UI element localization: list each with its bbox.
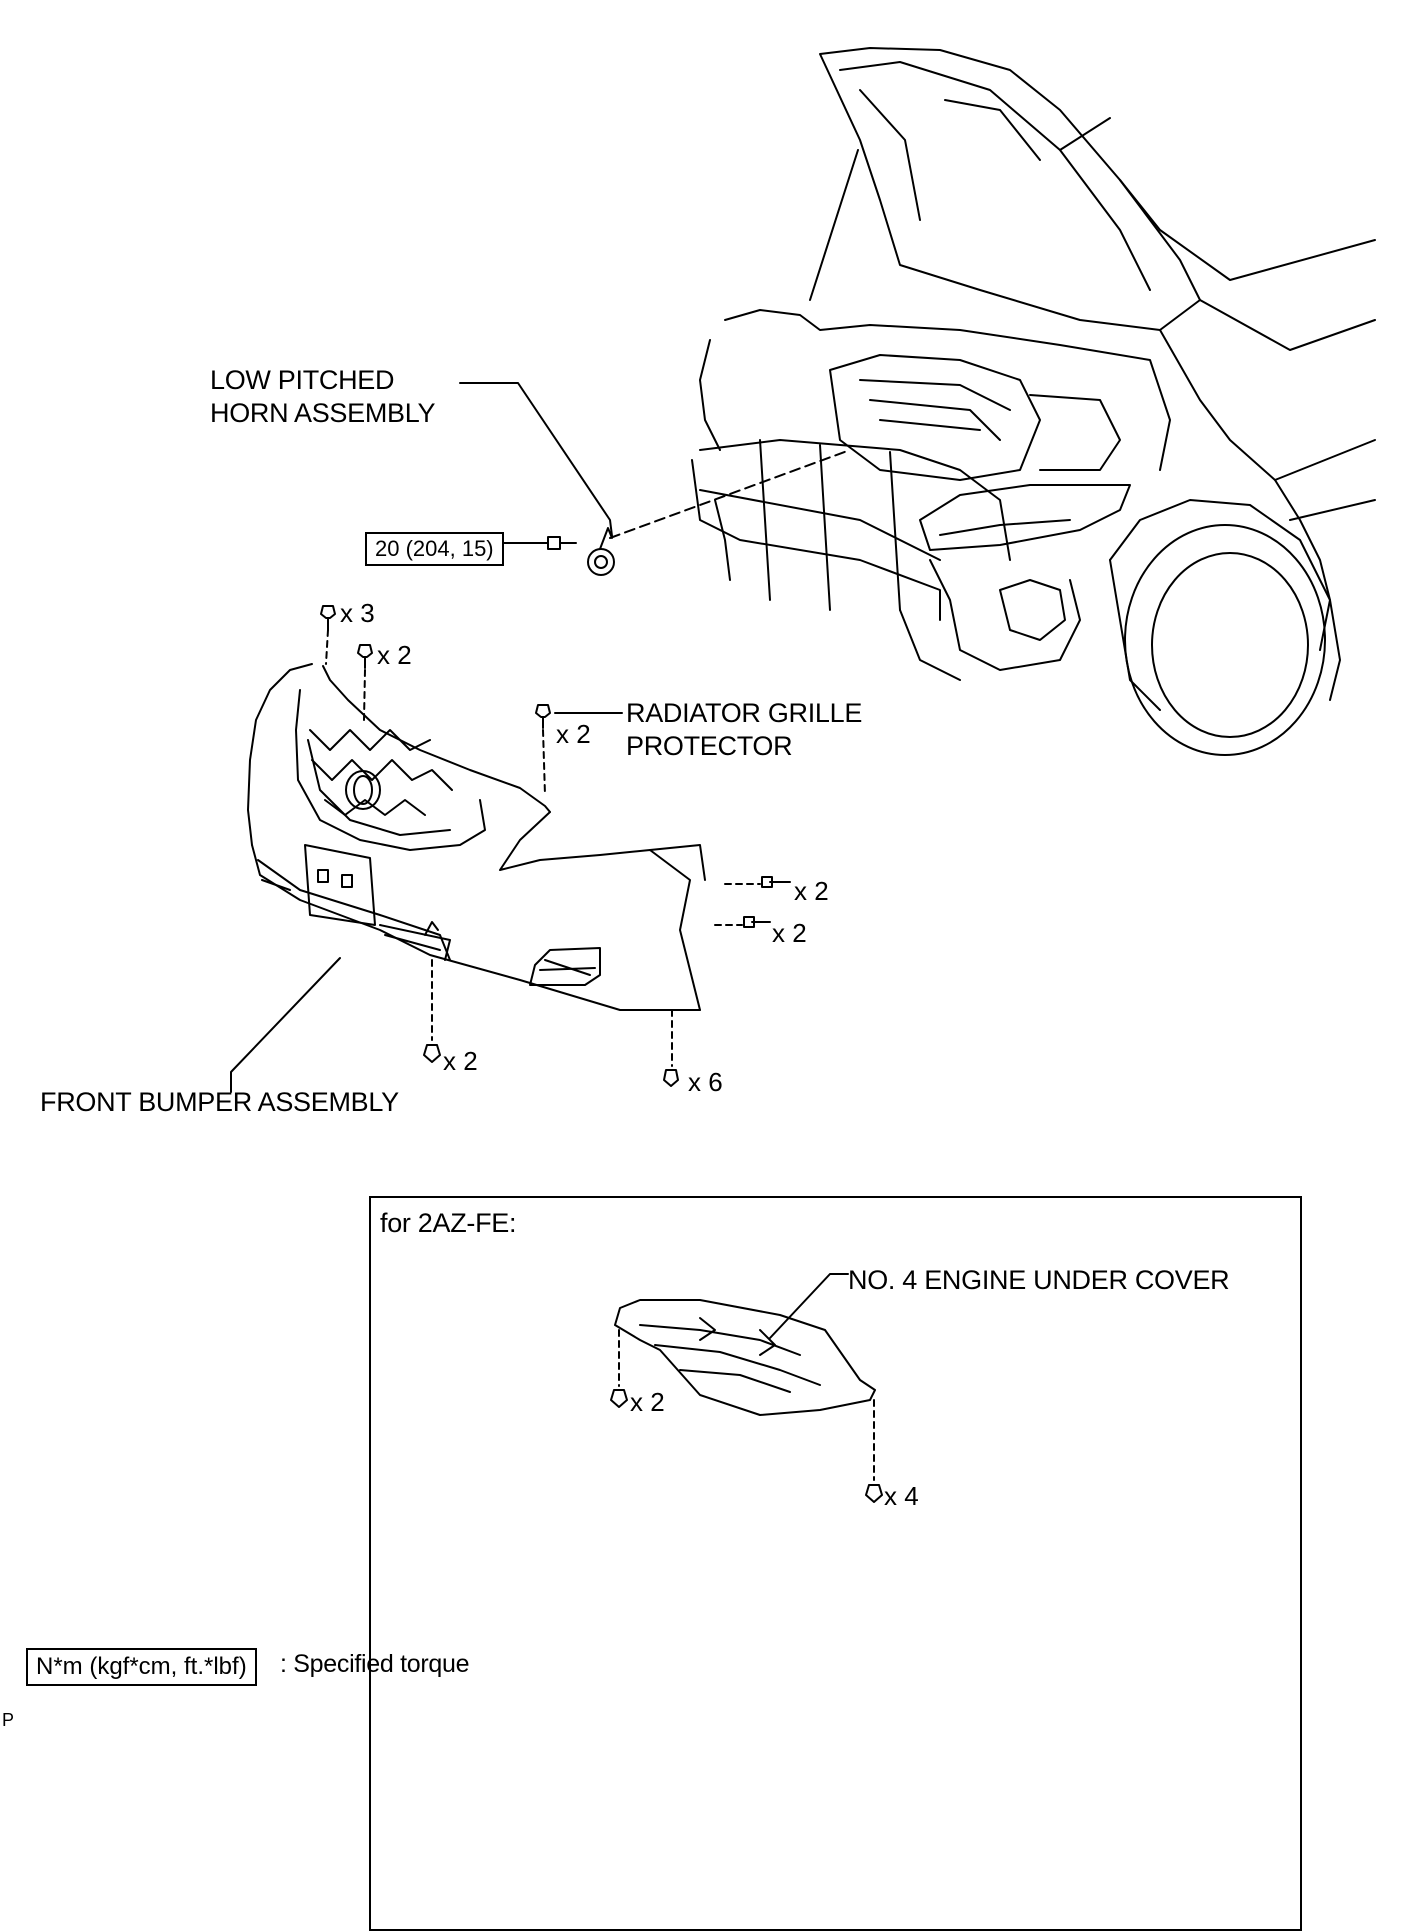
under-cover-leader-line: [769, 1273, 849, 1339]
variant-title: for 2AZ-FE:: [380, 1208, 517, 1238]
side-clip-lower-count: x 2: [772, 918, 807, 948]
exploded-view-drawing: [230, 47, 1376, 1503]
front-bumper-illustration: [247, 663, 706, 1011]
horn-torque-spec: 20 (204, 15): [365, 532, 504, 566]
side-screw-upper-count: x 2: [794, 876, 829, 906]
clip-icon: [610, 1329, 628, 1408]
clip-icon: [357, 644, 373, 721]
clip-icon: [423, 959, 441, 1063]
clip-icon: [320, 605, 336, 665]
horn-icon: [587, 527, 615, 576]
grille-clip-count: x 2: [556, 719, 591, 749]
footer-code: P: [2, 1710, 14, 1730]
screw-icon: [724, 876, 791, 888]
screw-icon: [663, 1009, 679, 1087]
horn-bolt-icon: [497, 536, 577, 550]
grille-protector-label-line1: RADIATOR GRILLE: [626, 698, 863, 728]
legend-torque-unit-box: N*m (kgf*cm, ft.*lbf): [26, 1648, 257, 1686]
horn-label-line1: LOW PITCHED: [210, 365, 395, 395]
grille-protector-label-line2: PROTECTOR: [626, 731, 793, 761]
bottom-screw-right-count: x 6: [688, 1067, 723, 1097]
variant-inset-frame: [369, 1196, 1302, 1931]
horn-leader-line: [459, 382, 613, 537]
clip-icon: [535, 704, 551, 796]
engine-under-cover-illustration: [614, 1299, 876, 1416]
under-cover-rear-count: x 4: [884, 1481, 919, 1511]
bumper-leader-line: [230, 957, 341, 1093]
horn-install-line: [609, 449, 851, 539]
under-cover-front-count: x 2: [630, 1387, 665, 1417]
clip-icon: [865, 1399, 883, 1503]
legend-description: : Specified torque: [280, 1650, 470, 1678]
horn-label-line2: HORN ASSEMBLY: [210, 398, 436, 428]
front-bumper-label: FRONT BUMPER ASSEMBLY: [40, 1087, 399, 1117]
under-cover-label: NO. 4 ENGINE UNDER COVER: [848, 1265, 1230, 1295]
top-clip-right-count: x 2: [377, 640, 412, 670]
vehicle-front-illustration: [691, 47, 1376, 756]
top-clip-left-count: x 3: [340, 598, 375, 628]
bottom-clip-center-count: x 2: [443, 1046, 478, 1076]
clip-icon: [714, 916, 771, 928]
